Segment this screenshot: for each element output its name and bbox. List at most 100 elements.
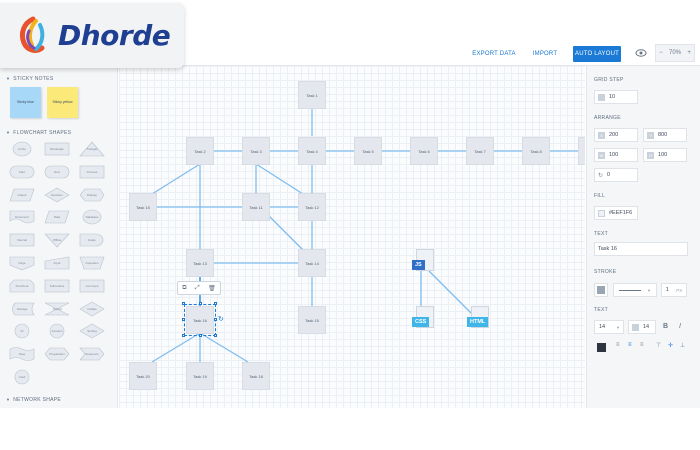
- flowchart-shape-item[interactable]: Offline: [44, 232, 70, 248]
- rotate-handle-icon[interactable]: ↻: [218, 316, 224, 323]
- task-node[interactable]: Task 13: [186, 249, 214, 277]
- flowchart-shape-item[interactable]: Display: [79, 187, 105, 203]
- flowchart-shape-item[interactable]: Sorted: [44, 301, 70, 317]
- align-center-icon[interactable]: ≡: [628, 342, 632, 348]
- flowchart-shape-item[interactable]: Database: [79, 209, 105, 225]
- task-node-partial[interactable]: [578, 137, 585, 165]
- flowchart-shape-item[interactable]: Subroutine: [44, 278, 70, 294]
- flowchart-shape-item[interactable]: Rectangle: [44, 141, 70, 157]
- italic-button[interactable]: I: [679, 323, 681, 330]
- flowchart-shape-item[interactable]: Card: [9, 369, 35, 385]
- task-node[interactable]: Task 8: [522, 137, 550, 165]
- flowchart-shape-item[interactable]: Triangle: [79, 141, 105, 157]
- task-node[interactable]: Task 7: [466, 137, 494, 165]
- flowchart-shape-item[interactable]: Comment: [79, 278, 105, 294]
- zoom-in-button[interactable]: +: [687, 50, 691, 56]
- flowchart-shape-item[interactable]: Internal: [9, 232, 35, 248]
- resize-handle[interactable]: [214, 302, 217, 305]
- flowchart-shape-item[interactable]: Delay: [79, 232, 105, 248]
- rotation-input[interactable]: ↻0: [594, 168, 638, 182]
- flowchart-shape-item[interactable]: End: [44, 164, 70, 180]
- connector[interactable]: [428, 270, 472, 314]
- sticky-note-yellow[interactable]: Sticky yellow: [47, 87, 78, 118]
- network-shape-header[interactable]: ▼NETWORK SHAPE: [6, 397, 61, 403]
- flowchart-shape-item[interactable]: Circle: [9, 141, 35, 157]
- css-file-node[interactable]: CSS: [412, 306, 434, 332]
- html-file-node[interactable]: HTML: [467, 306, 493, 332]
- flowchart-shape-item[interactable]: Start: [9, 164, 35, 180]
- grid-step-input[interactable]: 10: [594, 90, 638, 104]
- task-node[interactable]: Task 2: [186, 137, 214, 165]
- task-node[interactable]: Task 15: [129, 193, 157, 221]
- import-data-button[interactable]: IMPORT DATA: [532, 51, 558, 73]
- flowchart-shape-item[interactable]: Or: [9, 323, 35, 339]
- align-middle-icon[interactable]: ✛: [668, 343, 674, 349]
- task-node[interactable]: Task 19: [186, 362, 214, 390]
- resize-handle[interactable]: [214, 318, 217, 321]
- task-node[interactable]: Task 18: [242, 362, 270, 390]
- font-size-select[interactable]: 14▼: [594, 320, 624, 334]
- fill-color-input[interactable]: #EEF1F6: [594, 206, 638, 220]
- flowchart-shape-item[interactable]: Document: [9, 209, 35, 225]
- connector[interactable]: [199, 332, 249, 363]
- resize-handle[interactable]: [182, 334, 185, 337]
- align-right-icon[interactable]: ≡: [640, 342, 644, 348]
- flowchart-shape-item[interactable]: Data: [44, 209, 70, 225]
- auto-layout-button[interactable]: AUTO LAYOUT: [573, 46, 621, 62]
- align-top-icon[interactable]: ⊤: [656, 343, 662, 349]
- task-node[interactable]: Task 6: [410, 137, 438, 165]
- task-node[interactable]: Task 4: [298, 137, 326, 165]
- task-node[interactable]: Task 1: [298, 81, 326, 109]
- task-node[interactable]: Task 15: [298, 306, 326, 334]
- flowchart-shape-item[interactable]: Punchout: [9, 278, 35, 294]
- align-left-icon[interactable]: ≡: [616, 342, 620, 348]
- task-node[interactable]: Task 14: [298, 249, 326, 277]
- connector[interactable]: [268, 215, 304, 251]
- delete-icon[interactable]: 🗑: [208, 285, 216, 292]
- connector[interactable]: [151, 163, 201, 195]
- resize-handle[interactable]: [182, 302, 185, 305]
- resize-handle[interactable]: [199, 334, 202, 337]
- task-node[interactable]: Task 3: [242, 137, 270, 165]
- resize-handle[interactable]: [182, 318, 185, 321]
- align-bottom-icon[interactable]: ⊥: [680, 343, 686, 349]
- flowchart-shape-item[interactable]: Output: [9, 187, 35, 203]
- flowchart-shape-item[interactable]: Tape: [9, 346, 35, 362]
- stroke-style-select[interactable]: ▼: [613, 283, 657, 297]
- export-data-button[interactable]: EXPORT DATA: [472, 51, 516, 57]
- diagram-canvas[interactable]: Task 1 Task 2 Task 3 Task 4 Task 5 Task …: [119, 66, 585, 408]
- bold-button[interactable]: B: [663, 323, 669, 330]
- flowchart-shape-item[interactable]: Process: [79, 164, 105, 180]
- task-node-selected[interactable]: Task 16: [186, 306, 214, 334]
- resize-handle[interactable]: [199, 302, 202, 305]
- stroke-color-picker[interactable]: [594, 283, 608, 297]
- flowchart-shape-item[interactable]: Storage: [9, 301, 35, 317]
- duplicate-icon[interactable]: ⧉: [182, 284, 187, 291]
- preview-eye-icon[interactable]: [635, 48, 647, 58]
- task-node[interactable]: Task 11: [242, 193, 270, 221]
- flowchart-shape-item[interactable]: Page: [9, 255, 35, 271]
- task-node[interactable]: Task 20: [129, 362, 157, 390]
- sticky-notes-header[interactable]: ▼STICKY NOTES: [6, 76, 53, 82]
- flowchart-shape-item[interactable]: Sequence: [79, 346, 105, 362]
- flowchart-shape-item[interactable]: Collate: [79, 301, 105, 317]
- flowchart-shape-item[interactable]: Junction: [44, 323, 70, 339]
- task-node[interactable]: Task 5: [354, 137, 382, 165]
- line-height-input[interactable]: 14: [628, 320, 656, 334]
- flowchart-shape-item[interactable]: Decision: [44, 187, 70, 203]
- resize-handle[interactable]: [214, 334, 217, 337]
- connector[interactable]: [255, 163, 304, 195]
- zoom-out-button[interactable]: −: [659, 50, 663, 56]
- flowchart-shape-item[interactable]: Input: [44, 255, 70, 271]
- flowchart-shapes-header[interactable]: ▼FLOWCHART SHAPES: [6, 130, 71, 136]
- js-file-node[interactable]: JS: [412, 249, 434, 275]
- flowchart-shape-item[interactable]: Operation: [79, 255, 105, 271]
- connect-icon[interactable]: ⤢: [194, 284, 200, 291]
- flowchart-shape-item[interactable]: Sorting: [79, 323, 105, 339]
- connector[interactable]: [151, 332, 201, 363]
